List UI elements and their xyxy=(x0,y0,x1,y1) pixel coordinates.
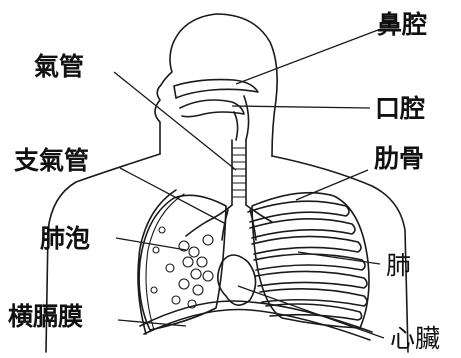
leader-heart xyxy=(238,286,384,338)
label-oral-cavity: 口腔 xyxy=(375,96,425,121)
leader-trachea xyxy=(114,72,236,170)
leader-oral-cavity xyxy=(232,106,370,108)
leader-bronchus xyxy=(120,168,226,224)
label-heart: 心臟 xyxy=(390,326,440,351)
heart-shape xyxy=(218,255,256,305)
label-diaphragm: 横膈膜 xyxy=(8,304,83,329)
alveoli-clusters xyxy=(151,227,213,308)
label-nasal-cavity: 鼻腔 xyxy=(377,12,427,37)
label-ribs: 肋骨 xyxy=(374,146,424,171)
head-outline xyxy=(155,14,277,156)
trachea-shape xyxy=(232,140,246,205)
label-bronchus: 支氣管 xyxy=(14,148,89,173)
leader-nasal-cavity xyxy=(236,30,378,84)
label-lung: 肺 xyxy=(386,253,411,278)
label-alveoli: 肺泡 xyxy=(40,226,90,251)
pharynx xyxy=(234,96,249,140)
nasal-cavity-shape xyxy=(174,80,258,98)
label-trachea: 氣管 xyxy=(34,54,84,79)
